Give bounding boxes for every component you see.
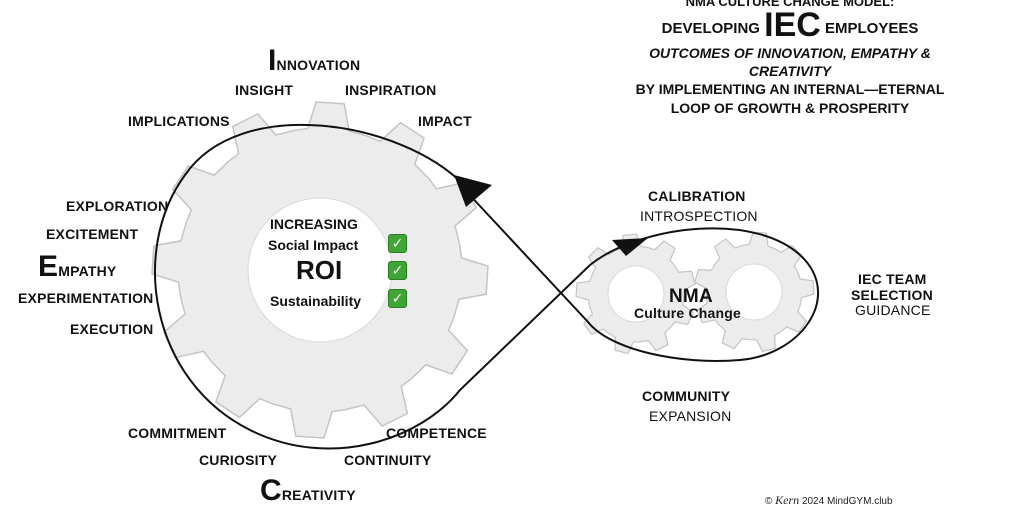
label-community: COMMUNITY — [642, 388, 731, 404]
label-implications: IMPLICATIONS — [128, 113, 230, 129]
title-line-6: LOOP OF GROWTH & PROSPERITY — [670, 100, 910, 116]
small-gear-left-hub — [607, 265, 665, 323]
title-line-5: BY IMPLEMENTING AN INTERNAL—ETERNAL — [635, 81, 945, 97]
footer-text: 2024 MindGYM.club — [801, 496, 893, 507]
check-social-impact-icon: ✓ — [388, 234, 407, 253]
title-line-4: CREATIVITY — [748, 63, 832, 79]
label-competence: COMPETENCE — [386, 425, 487, 441]
title-block: NMA CULTURE CHANGE MODEL: DEVELOPING IEC… — [620, 0, 960, 118]
innovation-initial: I — [268, 44, 277, 77]
label-curiosity: CURIOSITY — [199, 452, 278, 468]
label-culture-change: Culture Change — [634, 305, 742, 321]
label-continuity: CONTINUITY — [344, 452, 432, 468]
title-developing: DEVELOPING — [661, 20, 760, 37]
infinity-loop — [154, 123, 819, 450]
check-sustainability-icon: ✓ — [388, 289, 407, 308]
empathy-rest: MPATHY — [58, 263, 117, 279]
label-nma: NMA — [669, 286, 713, 307]
center-social-impact: Social Impact — [268, 237, 359, 253]
center-roi: ROI — [296, 255, 343, 285]
innovation-rest: NNOVATION — [276, 57, 361, 73]
creativity-rest: REATIVITY — [281, 487, 356, 503]
label-execution: EXECUTION — [70, 321, 154, 337]
creativity-heading: CREATIVITY — [260, 476, 356, 506]
title-line-1: NMA CULTURE CHANGE MODEL: — [685, 0, 895, 9]
check-roi-icon: ✓ — [388, 261, 407, 280]
label-guidance: GUIDANCE — [855, 302, 931, 318]
center-sustainability: Sustainability — [270, 293, 362, 309]
center-increasing: INCREASING — [270, 216, 358, 232]
title-iec: IEC — [764, 6, 821, 44]
label-introspection: INTROSPECTION — [640, 208, 758, 224]
title-line-2: DEVELOPING IEC EMPLOYEES — [620, 8, 960, 44]
empathy-initial: E — [38, 250, 59, 283]
label-iec-team: IEC TEAM — [858, 271, 927, 287]
label-inspiration: INSPIRATION — [345, 82, 437, 98]
label-exploration: EXPLORATION — [66, 198, 169, 214]
title-line-3: OUTCOMES OF INNOVATION, EMPATHY & — [649, 45, 931, 61]
arrowhead-big-loop — [454, 175, 492, 207]
label-insight: INSIGHT — [235, 82, 294, 98]
label-selection: SELECTION — [851, 287, 933, 303]
label-calibration: CALIBRATION — [648, 188, 746, 204]
footer-copyright: © — [765, 496, 773, 507]
label-commitment: COMMITMENT — [128, 425, 227, 441]
label-excitement: EXCITEMENT — [46, 226, 139, 242]
footer-signature: Kern — [775, 493, 800, 507]
arrowhead-small-loop — [612, 238, 648, 256]
title-employees: EMPLOYEES — [825, 20, 919, 37]
small-gear-right-hub — [725, 263, 783, 321]
label-experimentation: EXPERIMENTATION — [18, 290, 154, 306]
innovation-heading: INNOVATION — [268, 46, 360, 76]
footer-credit: © Kern 2024 MindGYM.club — [765, 493, 893, 508]
label-impact: IMPACT — [418, 113, 472, 129]
creativity-initial: C — [260, 474, 282, 507]
empathy-heading: EMPATHY — [38, 252, 116, 282]
label-expansion: EXPANSION — [649, 408, 732, 424]
